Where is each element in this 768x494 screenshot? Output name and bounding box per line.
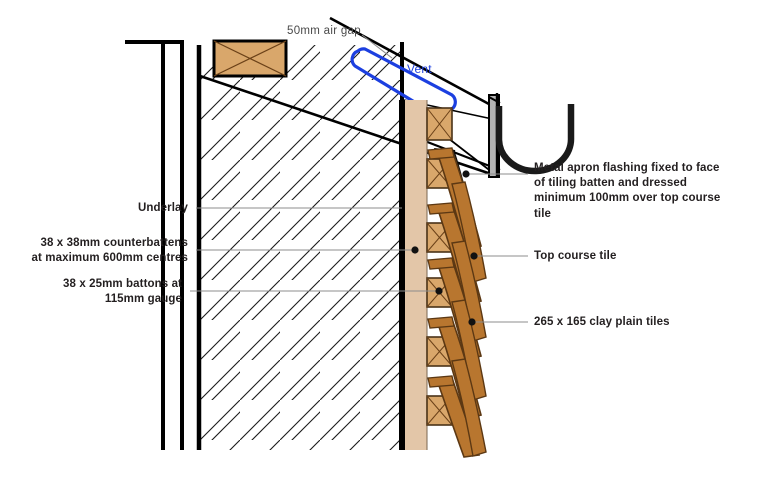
leader-dot-apron-flashing (462, 170, 470, 178)
leader-dot-top-course-tile (470, 252, 478, 260)
label-counterbattens: 38 x 38mm counterbattens at maximum 600m… (31, 237, 188, 265)
tile-nib (427, 147, 455, 160)
label-clay-tiles: 265 x 165 clay plain tiles (534, 316, 670, 328)
leader-air-gap (361, 34, 393, 59)
clay-plain-tile (451, 240, 487, 342)
counterbatten-body (405, 100, 427, 450)
wall-hatch-fill (199, 45, 401, 450)
label-underlay: Underlay (137, 202, 188, 214)
wall-plate-hatch-b (213, 40, 287, 77)
leader-dot-clay-tiles (468, 318, 476, 326)
leader-dot-counterbattens (411, 246, 419, 254)
label-top-course-tile: Top course tile (534, 250, 617, 262)
tile-nib (427, 316, 455, 329)
batten-square (426, 107, 453, 141)
gutter-bracket (488, 96, 501, 104)
counterbatten-strip (405, 100, 428, 450)
tile-nib (427, 202, 455, 215)
label-apron-flashing: Metal apron flashing fixed to face of ti… (534, 162, 721, 220)
label-battens: 38 x 25mm battons at 115mm gauge (63, 278, 182, 306)
clay-plain-tiles (427, 147, 487, 458)
roof-top-line (329, 16, 501, 112)
half-round-gutter (495, 104, 575, 175)
clay-plain-tile (451, 181, 487, 283)
tile-nib (427, 375, 455, 388)
clay-plain-tile (451, 358, 487, 457)
fascia-and-gutter (488, 93, 575, 178)
timber-wall-plate (212, 39, 288, 78)
label-air-gap: 50mm air gap (287, 25, 361, 37)
masonry-wall (125, 40, 405, 450)
clay-plain-tile (435, 377, 481, 458)
label-vent: Vent (407, 62, 432, 76)
leader-lines (190, 34, 528, 326)
leader-dot-battens (435, 287, 443, 295)
tile-nib (427, 257, 455, 270)
